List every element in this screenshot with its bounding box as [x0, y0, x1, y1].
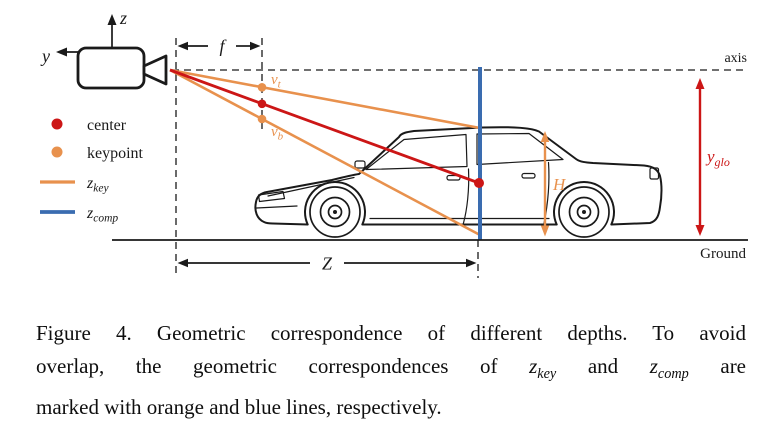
zkey-ray-top	[169, 68, 481, 130]
object-height-arrow: H	[540, 131, 567, 237]
car-front-wheel	[309, 186, 361, 238]
focal-length-arrow: f	[177, 36, 261, 56]
caption-text: and	[556, 354, 650, 378]
vb-label-sub: b	[278, 131, 284, 143]
math-zkey-sub: key	[537, 366, 557, 383]
car-door-handle	[446, 174, 461, 181]
vb-label-base: v	[271, 124, 278, 140]
legend-center-dot	[51, 118, 63, 130]
legend-keypoint-dot	[51, 146, 63, 158]
car-illustration	[254, 126, 663, 238]
car-mirror	[354, 160, 366, 169]
figure-caption: Figure 4. Geometric correspondence of di…	[0, 305, 782, 424]
caption-line-3: marked with orange and blue lines, respe…	[36, 395, 442, 420]
camera-body	[76, 46, 146, 90]
car-detail-line	[267, 176, 355, 197]
vb-label: vb	[271, 124, 284, 143]
legend: center keypoint zkey zcomp	[40, 117, 144, 225]
legend-zkey-base: z	[86, 175, 94, 192]
caption-text: are	[688, 354, 747, 378]
caption-line-1: Figure 4. Geometric correspondence of di…	[36, 321, 746, 345]
legend-zcomp-base: z	[86, 205, 94, 222]
camera-height-label-base: y	[705, 147, 715, 166]
camera-height-label: yglo	[705, 147, 730, 169]
object-center-dot	[474, 178, 484, 188]
car-detail-line	[255, 205, 298, 209]
vt-label: vt	[271, 72, 282, 91]
vt-label-sub: t	[278, 79, 282, 91]
axis-label: axis	[724, 51, 747, 66]
caption-text: overlap, the geometric correspondences o…	[36, 354, 530, 378]
legend-zcomp-sub: comp	[93, 213, 118, 225]
center-ray	[169, 68, 480, 185]
keypoint-vt-dot	[257, 83, 267, 92]
car-headlight	[257, 190, 286, 203]
car-rear-wheel	[558, 186, 610, 238]
y-axis-label: y	[40, 46, 50, 66]
legend-center-label: center	[87, 117, 127, 134]
legend-zkey-sub: key	[93, 183, 109, 195]
y-axis-arrowhead-icon	[56, 47, 67, 57]
car-door-handle	[521, 172, 536, 179]
caption-line-2: overlap, the geometric correspondences o…	[36, 350, 746, 391]
camera-height-arrow: yglo	[695, 78, 730, 236]
legend-zkey-label: zkey	[86, 175, 109, 195]
car-front-window	[365, 133, 468, 171]
z-axis-arrowhead-icon	[107, 14, 117, 25]
car-rear-window	[476, 132, 564, 166]
focal-length-label: f	[219, 36, 227, 56]
ground-label: Ground	[700, 246, 746, 262]
math-zcomp-sub: comp	[657, 366, 689, 383]
zkey-ray-bottom	[169, 68, 481, 237]
legend-zcomp-label: zcomp	[86, 205, 118, 225]
z-axis-label: z	[119, 8, 127, 28]
camera-lens	[142, 54, 168, 86]
vt-label-base: v	[271, 72, 278, 88]
car-detail-line	[462, 168, 470, 224]
camera-height-label-sub: glo	[715, 155, 730, 169]
legend-keypoint-label: keypoint	[87, 145, 144, 162]
car-taillight	[649, 167, 660, 180]
object-height-label: H	[552, 175, 567, 194]
keypoint-vb-dot	[257, 114, 267, 124]
depth-arrow: Z	[177, 254, 477, 274]
depth-label: Z	[322, 254, 333, 274]
camera-icon	[76, 46, 168, 90]
math-zkey: z	[529, 354, 538, 378]
math-zcomp: z	[649, 354, 658, 378]
center-dot-image-plane	[257, 99, 267, 109]
figure-diagram: z y f axis	[40, 8, 748, 278]
